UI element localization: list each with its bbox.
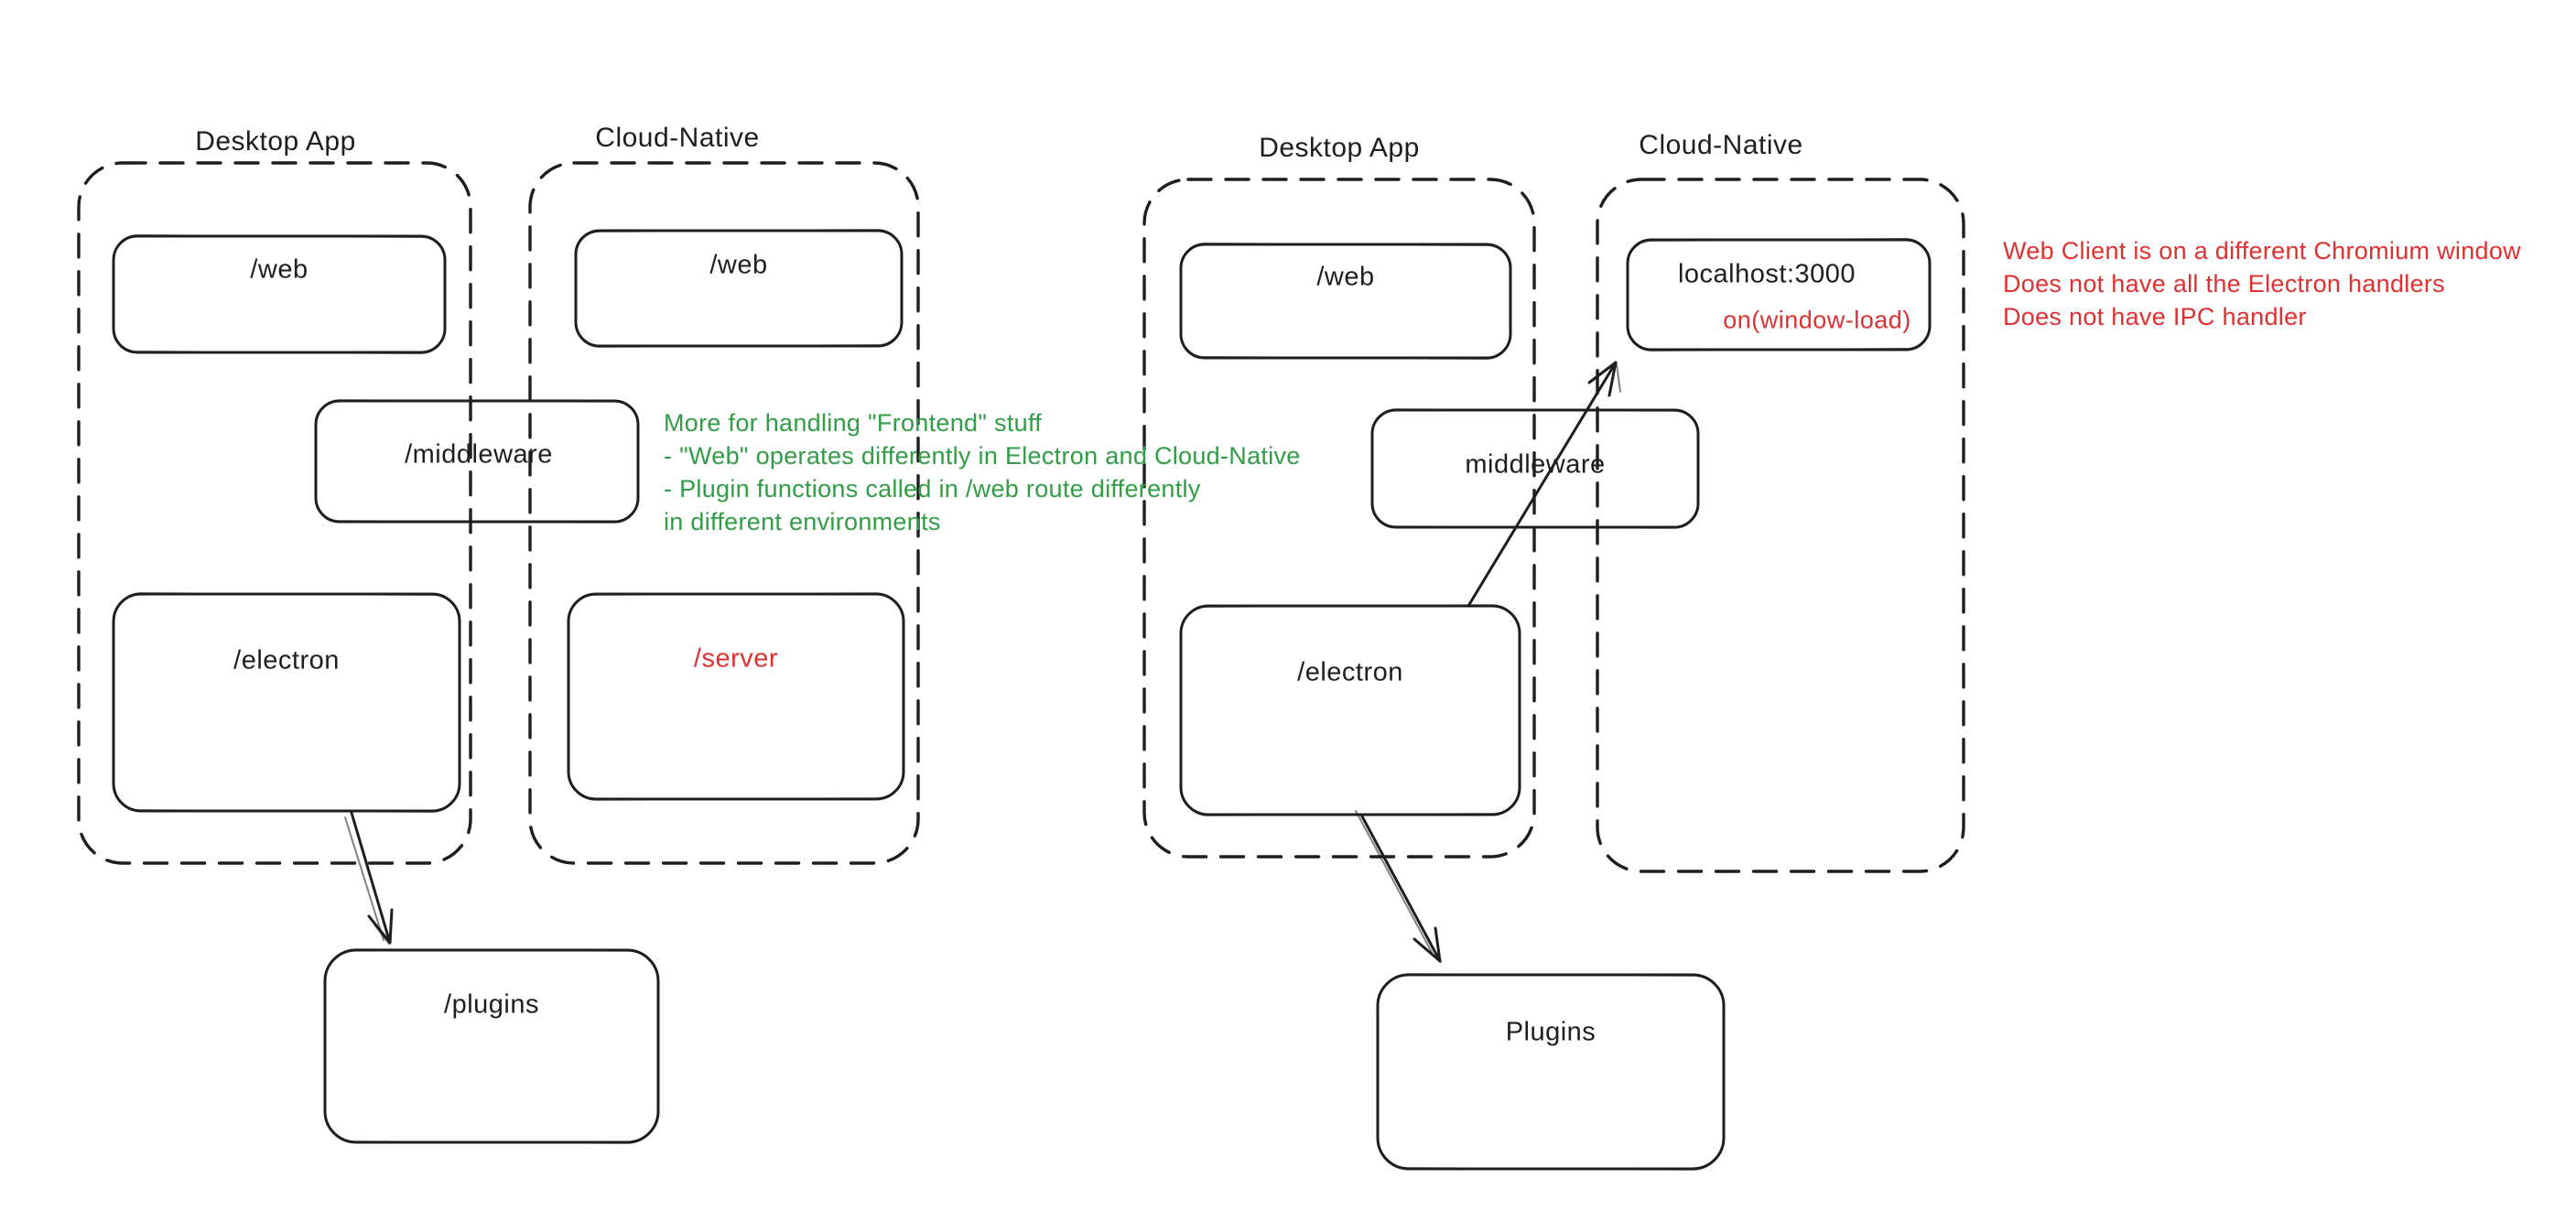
left-desktop-app-container[interactable] <box>79 163 471 863</box>
left-middleware-label[interactable]: /middleware <box>405 439 553 470</box>
left-plugins-label[interactable]: /plugins <box>444 989 539 1020</box>
left-green-note[interactable]: More for handling "Frontend" stuff - "We… <box>664 406 1301 538</box>
right-middleware-label[interactable]: middleware <box>1465 449 1606 480</box>
left-plugins-box[interactable] <box>324 949 658 1143</box>
left-electron-box[interactable] <box>113 593 460 812</box>
right-cloud-native-label[interactable]: Cloud-Native <box>1639 130 1803 160</box>
note-line: More for handling "Frontend" stuff <box>664 409 1043 437</box>
right-red-note[interactable]: Web Client is on a different Chromium wi… <box>2003 234 2521 333</box>
left-web-desktop-box[interactable] <box>114 235 446 353</box>
right-electron-to-localhost-arrow[interactable] <box>1468 362 1620 606</box>
right-cloud-native-container[interactable] <box>1597 179 1964 871</box>
left-desktop-app-label[interactable]: Desktop App <box>195 126 356 157</box>
right-web-desktop-label[interactable]: /web <box>1316 262 1375 292</box>
right-localhost-event-label[interactable]: on(window-load) <box>1723 306 1911 334</box>
left-web-cloud-label[interactable]: /web <box>709 250 768 280</box>
right-plugins-label[interactable]: Plugins <box>1505 1017 1596 1047</box>
left-middleware-box[interactable] <box>316 400 639 523</box>
note-line: - "Web" operates differently in Electron… <box>664 442 1301 470</box>
left-cloud-native-container[interactable] <box>530 163 918 863</box>
note-line: Web Client is on a different Chromium wi… <box>2003 237 2521 265</box>
right-web-desktop-box[interactable] <box>1181 243 1511 359</box>
note-line: in different environments <box>664 508 941 535</box>
right-desktop-app-label[interactable]: Desktop App <box>1259 133 1420 163</box>
left-web-desktop-label[interactable]: /web <box>250 254 308 285</box>
right-middleware-box[interactable] <box>1372 409 1699 528</box>
right-electron-to-plugins-arrow[interactable] <box>1356 811 1441 962</box>
left-electron-label[interactable]: /electron <box>233 645 340 675</box>
left-server-label[interactable]: /server <box>693 643 779 674</box>
left-web-cloud-box[interactable] <box>576 230 903 347</box>
right-electron-label[interactable]: /electron <box>1297 657 1403 687</box>
right-desktop-app-container[interactable] <box>1144 179 1534 857</box>
right-plugins-box[interactable] <box>1377 974 1724 1170</box>
right-localhost-label[interactable]: localhost:3000 <box>1677 259 1856 289</box>
note-line: Does not have IPC handler <box>2003 303 2307 330</box>
left-electron-to-plugins-arrow[interactable] <box>345 813 392 944</box>
left-server-box[interactable] <box>568 593 904 800</box>
left-cloud-native-label[interactable]: Cloud-Native <box>595 123 760 153</box>
right-localhost-box[interactable] <box>1628 239 1931 351</box>
note-line: Does not have all the Electron handlers <box>2003 270 2445 297</box>
right-electron-box[interactable] <box>1180 605 1520 816</box>
note-line: - Plugin functions called in /web route … <box>664 475 1201 503</box>
